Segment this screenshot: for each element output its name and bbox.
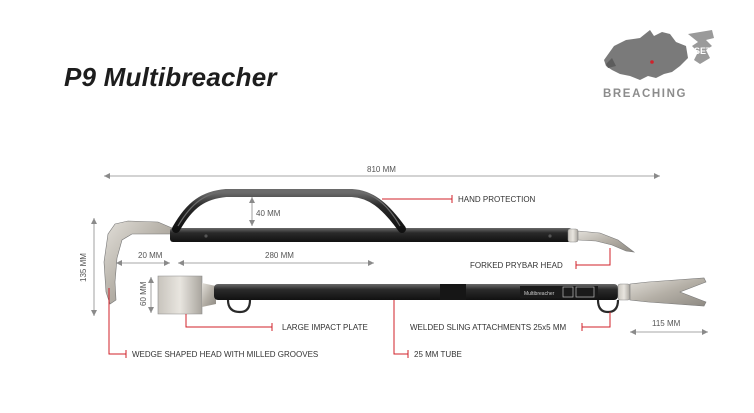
- rhino-icon: [604, 30, 688, 80]
- dimension-hook-to-handle-label: 280 MM: [265, 251, 294, 260]
- page-title: P9 Multibreacher: [64, 62, 277, 92]
- tool-label-text: Multibreacher: [524, 291, 555, 297]
- dimension-handle-height-label: 40 MM: [256, 209, 281, 218]
- callout-wedge-head: WEDGE SHAPED HEAD WITH MILLED GROOVES: [108, 288, 318, 359]
- dimension-fork-length-label: 115 MM: [652, 319, 681, 328]
- top-tool: [103, 189, 636, 305]
- callout-forked-prybar-head-label: FORKED PRYBAR HEAD: [470, 261, 563, 270]
- callout-forked-prybar-head: FORKED PRYBAR HEAD: [470, 248, 611, 270]
- top-main-tube: [170, 228, 572, 242]
- hand-protection-bar: [172, 189, 406, 233]
- callout-tube-label: 25 MM TUBE: [414, 350, 462, 359]
- brand-name: BREACHING: [603, 88, 688, 100]
- callout-tube: 25 MM TUBE: [393, 300, 462, 359]
- callout-large-impact-plate: LARGE IMPACT PLATE: [185, 314, 368, 332]
- dimension-total-height-label: 135 MM: [79, 253, 88, 282]
- dimension-handle-height: 40 MM: [249, 197, 281, 226]
- impact-plate: [157, 275, 203, 315]
- dimension-hook-offsets: 20 MM 280 MM: [116, 251, 374, 266]
- top-hook-head: [103, 220, 173, 305]
- dimension-total-height: 135 MM: [79, 218, 97, 316]
- brand-logo-text: SET: [694, 46, 712, 56]
- bottom-tool: Multibreacher: [157, 275, 707, 315]
- callout-welded-sling-label: WELDED SLING ATTACHMENTS 25x5 MM: [410, 323, 567, 332]
- dimension-head-width-label: 60 MM: [139, 281, 148, 306]
- callout-hand-protection: HAND PROTECTION: [382, 195, 536, 204]
- bottom-main-tube: [214, 284, 618, 300]
- top-prybar-head: [577, 230, 636, 253]
- dimension-hook-offset-label: 20 MM: [138, 251, 163, 260]
- brand-logo: SET: [604, 30, 714, 80]
- dimension-overall-length: 810 MM: [104, 165, 660, 179]
- dimension-head-width: 60 MM: [139, 277, 154, 313]
- dimension-overall-length-label: 810 MM: [367, 165, 396, 174]
- callout-welded-sling: WELDED SLING ATTACHMENTS 25x5 MM: [410, 312, 611, 332]
- callout-wedge-head-label: WEDGE SHAPED HEAD WITH MILLED GROOVES: [132, 350, 318, 359]
- callout-hand-protection-label: HAND PROTECTION: [458, 195, 536, 204]
- forked-prybar-head: [629, 277, 707, 307]
- callout-large-impact-plate-label: LARGE IMPACT PLATE: [282, 323, 368, 332]
- dimension-fork-length: 115 MM: [630, 319, 708, 335]
